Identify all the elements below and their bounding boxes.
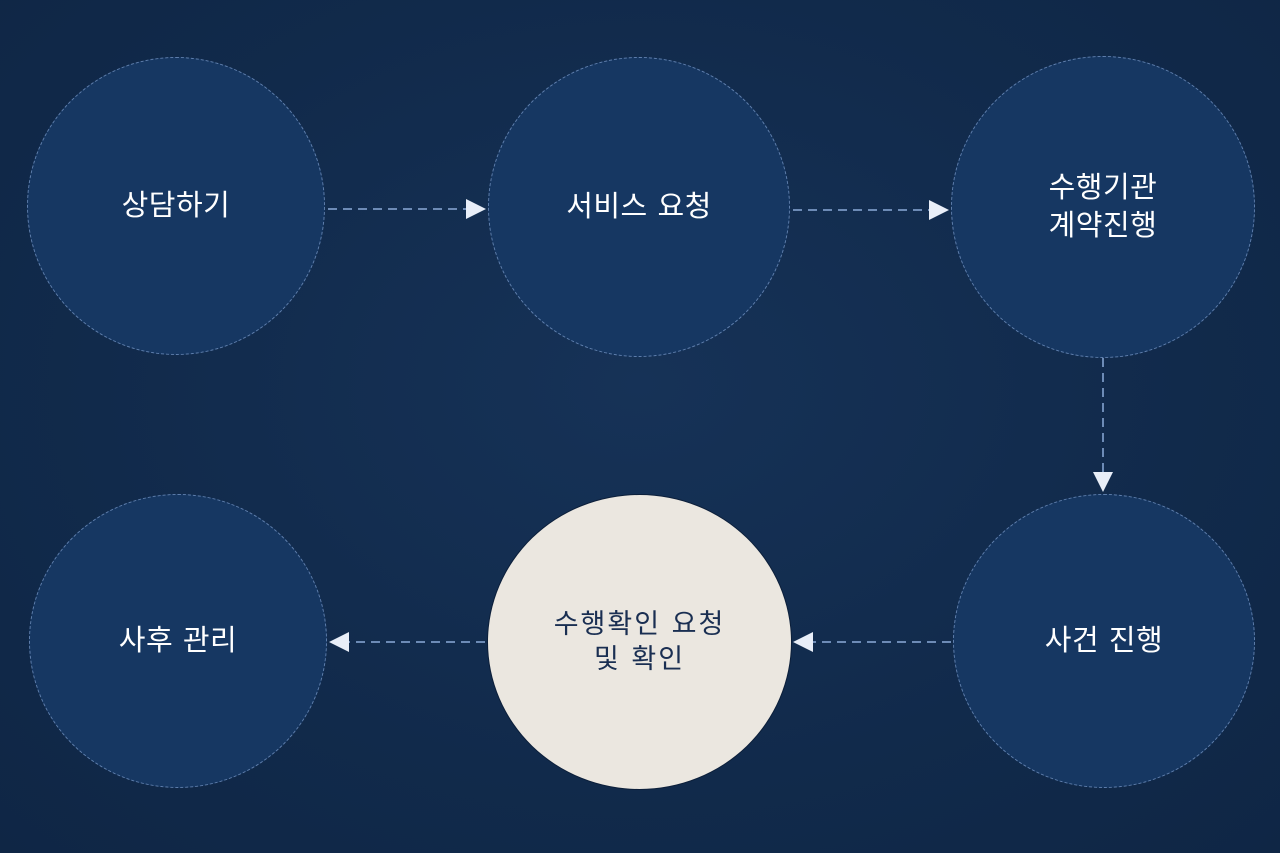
- edge-n3-n4: [1093, 358, 1113, 492]
- step-label: 수행기관 계약진행: [1048, 170, 1158, 242]
- step-service-request: 서비스 요청: [488, 57, 790, 357]
- step-label: 상담하기: [121, 188, 231, 223]
- step-aftercare: 사후 관리: [29, 494, 327, 788]
- step-label: 사후 관리: [118, 623, 238, 658]
- step-contract: 수행기관 계약진행: [951, 56, 1255, 358]
- arrowhead-icon: [466, 199, 486, 219]
- edge-n2-n3: [793, 200, 949, 220]
- arrowhead-icon: [329, 632, 349, 652]
- arrowhead-icon: [793, 632, 813, 652]
- edge-n1-n2: [328, 199, 486, 219]
- edge-n4-n5: [793, 632, 951, 652]
- edge-n5-n6: [329, 632, 485, 652]
- step-label: 사건 진행: [1044, 623, 1164, 658]
- arrowhead-icon: [929, 200, 949, 220]
- arrowhead-icon: [1093, 472, 1113, 492]
- step-label: 수행확인 요청 및 확인: [553, 608, 726, 675]
- step-label: 서비스 요청: [566, 189, 712, 224]
- step-consultation: 상담하기: [27, 57, 325, 355]
- step-case-progress: 사건 진행: [953, 494, 1255, 788]
- step-completion-check: 수행확인 요청 및 확인: [487, 494, 792, 790]
